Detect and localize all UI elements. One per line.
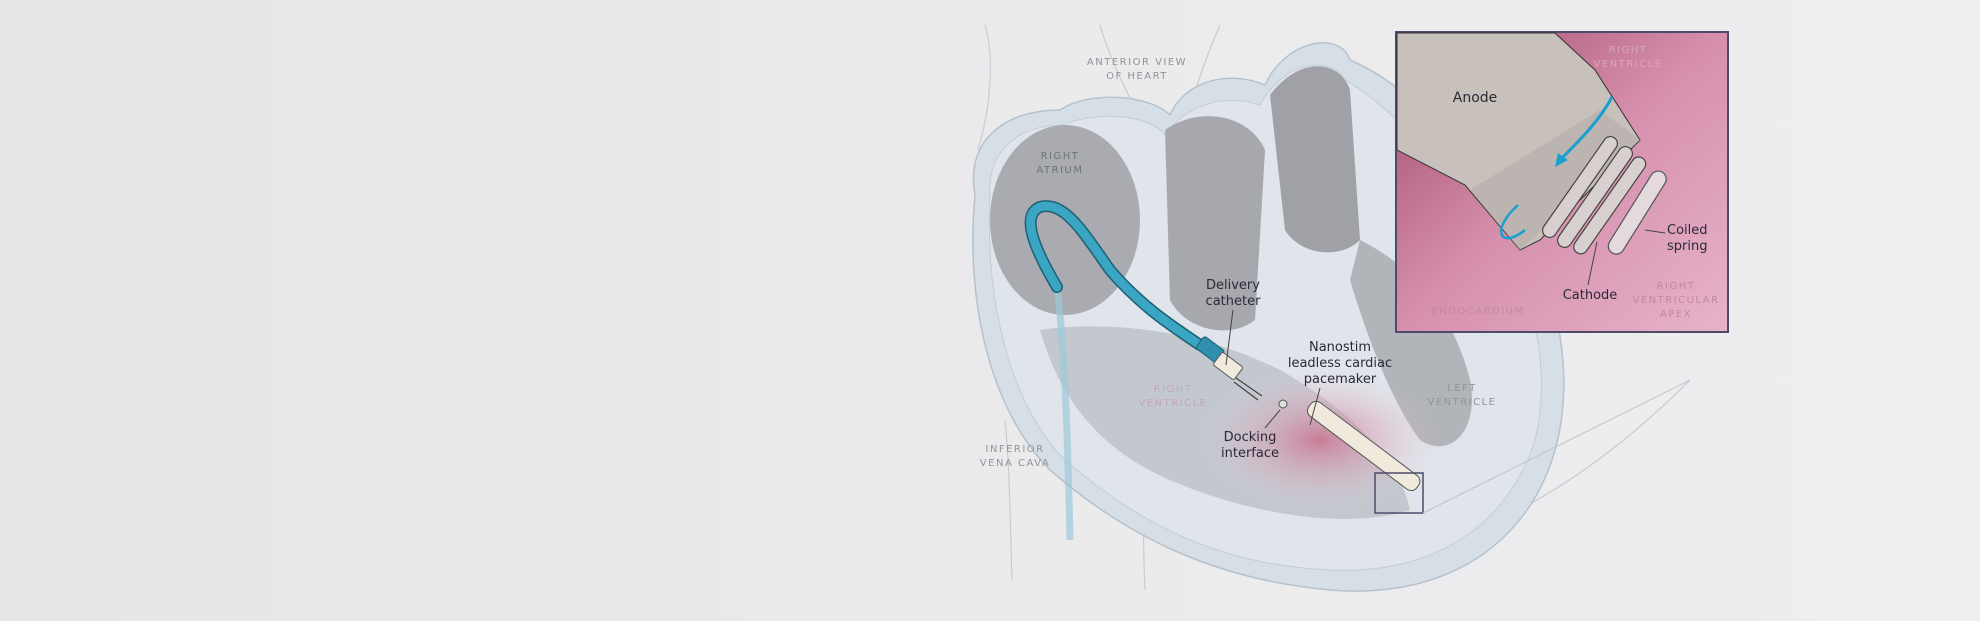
callout-docking-interface: Docking interface: [1221, 430, 1279, 461]
coiled-spring: [1607, 170, 1667, 255]
inset-label-cathode: Cathode: [1562, 288, 1618, 303]
cathode-rings: [1542, 135, 1647, 255]
callout-pacemaker: Nanostim leadless cardiac pacemaker: [1287, 340, 1393, 387]
inset-label-endocardium: ENDOCARDIUM: [1431, 306, 1525, 317]
zoom-box: [1374, 472, 1424, 514]
label-right-atrium: RIGHT ATRIUM: [1036, 151, 1084, 176]
inset-label-apex: RIGHT VENTRICULAR APEX: [1632, 281, 1720, 320]
pacemaker-body: [1306, 400, 1421, 492]
label-anterior-view: ANTERIOR VIEW OF HEART: [1086, 57, 1188, 82]
label-left-ventricle: LEFT VENTRICLE: [1427, 383, 1497, 408]
left-ventricle-chamber: [1350, 240, 1472, 447]
catheter-wires: [1233, 377, 1263, 401]
rotation-arrow-icon: [1558, 96, 1614, 162]
rv-tissue: [1200, 370, 1440, 510]
pulmonary-trunk: [1165, 116, 1265, 331]
aorta: [1270, 66, 1360, 253]
ivc-catheter-faint: [1053, 286, 1074, 541]
label-inferior-vena-cava: INFERIOR VENA CAVA: [979, 444, 1051, 469]
inset-label-right-ventricle: RIGHT VENTRICLE: [1593, 45, 1663, 70]
inset-label-anode: Anode: [1452, 90, 1498, 106]
inset-label-coiled-spring: Coiled spring: [1667, 223, 1708, 254]
docking-knob: [1278, 399, 1288, 409]
inset-panel: [1395, 31, 1729, 333]
label-right-ventricle: RIGHT VENTRICLE: [1138, 384, 1208, 409]
catheter-tip: [1213, 352, 1243, 380]
rotation-arrow-lower-icon: [1499, 204, 1526, 240]
zoom-line: [1422, 379, 1691, 514]
callout-delivery-catheter: Delivery catheter: [1205, 278, 1261, 309]
